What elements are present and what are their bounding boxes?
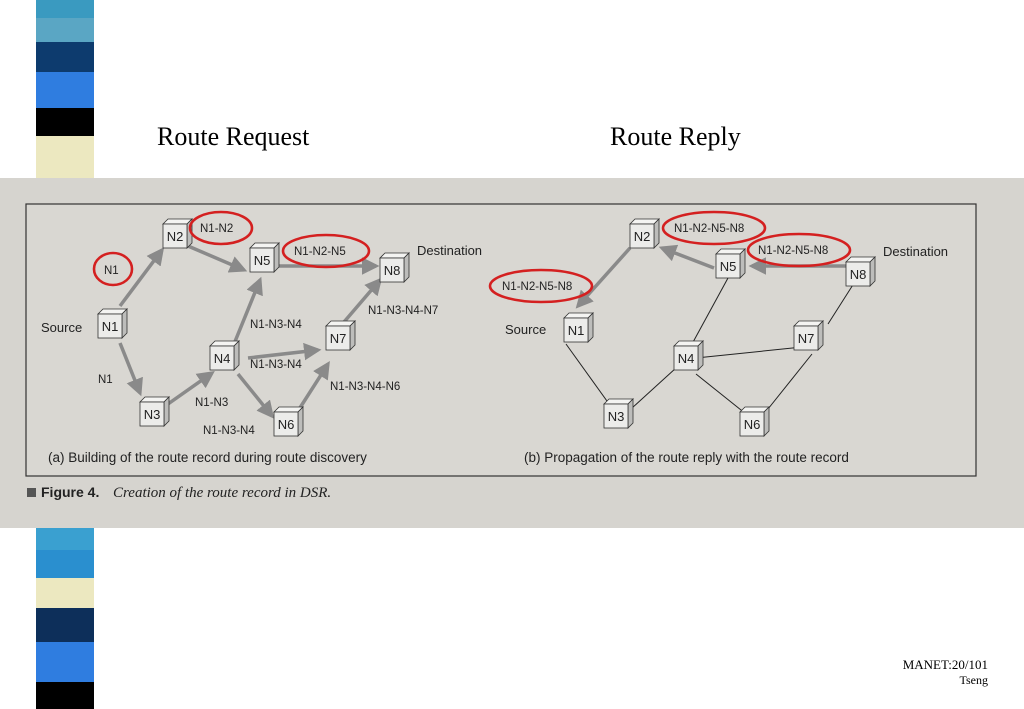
highlight-r2 bbox=[746, 232, 852, 268]
node-label: N5 bbox=[254, 253, 271, 268]
node-label: N7 bbox=[798, 331, 815, 346]
panel-a-node-n6: N6 bbox=[273, 406, 304, 437]
node-label: N4 bbox=[214, 351, 231, 366]
node-label: N3 bbox=[144, 407, 161, 422]
panel-a-source-label: Source bbox=[41, 320, 82, 335]
node-label: N5 bbox=[720, 259, 737, 274]
record-n1-n3-n4-n6: N1-N3-N4-N6 bbox=[330, 381, 400, 393]
panel-b-node-n8: N8 bbox=[845, 256, 876, 287]
record-n1-n3: N1-N3 bbox=[195, 397, 228, 409]
node-label: N1 bbox=[102, 319, 119, 334]
footer-page: MANET:20/101 bbox=[902, 657, 988, 672]
highlight-circles bbox=[92, 210, 852, 304]
panel-a-node-n7: N7 bbox=[325, 320, 356, 351]
panel-b-node-n5: N5 bbox=[715, 248, 746, 279]
footer-author: Tseng bbox=[959, 673, 989, 687]
record-n1-n3-n4-a: N1-N3-N4 bbox=[250, 319, 302, 331]
panel-b-node-n2: N2 bbox=[629, 218, 660, 249]
node-label: N7 bbox=[330, 331, 347, 346]
panel-a-caption: (a) Building of the route record during … bbox=[48, 450, 367, 465]
record-r2: N1-N2-N5-N8 bbox=[758, 245, 828, 257]
panel-a-destination-label: Destination bbox=[417, 243, 482, 258]
record-n1-down: N1 bbox=[98, 374, 113, 386]
panel-b-source-label: Source bbox=[505, 322, 546, 337]
panel-b-node-n7: N7 bbox=[793, 320, 824, 351]
record-n1-n3-n4-n7: N1-N3-N4-N7 bbox=[368, 305, 438, 317]
node-label: N6 bbox=[278, 417, 295, 432]
node-label: N6 bbox=[744, 417, 761, 432]
panel-b-caption: (b) Propagation of the route reply with … bbox=[524, 450, 849, 465]
node-label: N4 bbox=[678, 351, 695, 366]
record-n1-n2: N1-N2 bbox=[200, 223, 233, 235]
node-label: N3 bbox=[608, 409, 625, 424]
highlight-r1 bbox=[661, 210, 767, 246]
panel-a-node-n1: N1 bbox=[97, 308, 128, 339]
highlight-r3 bbox=[488, 268, 594, 304]
record-n1-n3-n4-c: N1-N3-N4 bbox=[203, 425, 255, 437]
panel-b-links bbox=[565, 277, 857, 415]
record-n1: N1 bbox=[104, 265, 119, 277]
panel-b-node-n4: N4 bbox=[673, 340, 704, 371]
panel-a-node-n8: N8 bbox=[379, 252, 410, 283]
slide-footer: MANET:20/101 Tseng bbox=[903, 657, 988, 688]
panel-b-node-n1: N1 bbox=[563, 312, 594, 343]
panel-a-arrows bbox=[118, 244, 383, 419]
node-label: N8 bbox=[850, 267, 867, 282]
record-r1: N1-N2-N5-N8 bbox=[674, 223, 744, 235]
node-label: N2 bbox=[634, 229, 651, 244]
node-label: N8 bbox=[384, 263, 401, 278]
record-n1-n2-n5: N1-N2-N5 bbox=[294, 246, 346, 258]
panel-b-destination-label: Destination bbox=[883, 244, 948, 259]
node-label: N1 bbox=[568, 323, 585, 338]
highlight-n1 bbox=[92, 251, 134, 287]
route-reply-title: Route Reply bbox=[610, 122, 741, 151]
panel-b-node-n3: N3 bbox=[603, 398, 634, 429]
node-label: N2 bbox=[167, 229, 184, 244]
decorative-stripe bbox=[0, 0, 110, 709]
panel-a-node-n4: N4 bbox=[209, 340, 240, 371]
figure-caption-text: Creation of the route record in DSR. bbox=[113, 485, 331, 501]
caption-square-icon bbox=[27, 488, 36, 497]
highlight-n1-n2 bbox=[188, 210, 254, 246]
route-request-title: Route Request bbox=[157, 122, 310, 151]
panel-a-node-n3: N3 bbox=[139, 396, 170, 427]
panel-a-node-n5: N5 bbox=[249, 242, 280, 273]
panel-b-node-n6: N6 bbox=[739, 406, 770, 437]
figure-caption-label: Figure 4. bbox=[41, 484, 99, 500]
record-r3: N1-N2-N5-N8 bbox=[502, 281, 572, 293]
panel-a-node-n2: N2 bbox=[162, 218, 193, 249]
highlight-n1-n2-n5 bbox=[281, 233, 371, 269]
record-n1-n3-n4-b: N1-N3-N4 bbox=[250, 359, 302, 371]
